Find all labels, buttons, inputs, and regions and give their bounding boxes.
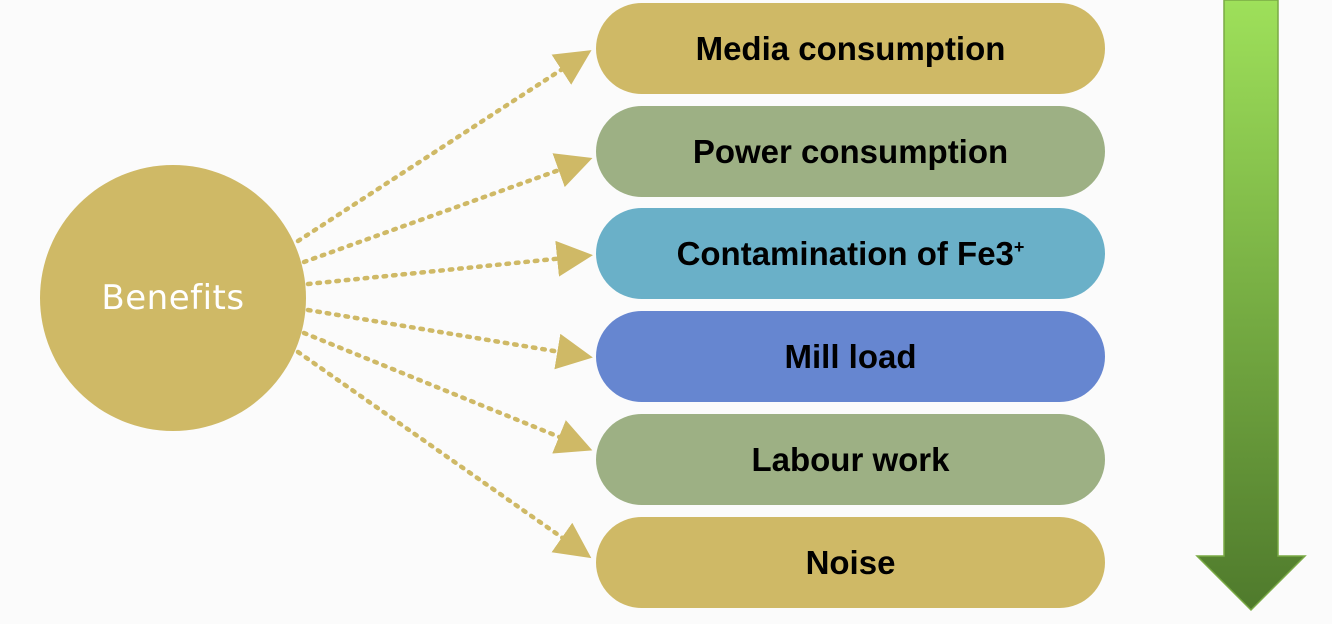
- connector-arrow-noise: [295, 349, 592, 559]
- contamination-label: Contamination of Fe3+: [676, 234, 1025, 272]
- connector-arrow-contamination: [305, 240, 593, 287]
- benefits-circle: Benefits: [40, 165, 306, 431]
- contamination-box: Contamination of Fe3+: [596, 208, 1105, 299]
- connector-arrow-mill-load: [305, 307, 593, 370]
- benefits-label: Benefits: [101, 278, 245, 318]
- connector-arrow-media-consumption: [295, 50, 592, 244]
- media-consumption-label: Media consumption: [695, 29, 1006, 67]
- labour-work-box: Labour work: [596, 414, 1105, 505]
- labour-work-label: Labour work: [751, 440, 950, 478]
- down-arrow-icon: [1195, 0, 1307, 612]
- power-consumption-box: Power consumption: [596, 106, 1105, 197]
- power-consumption-label: Power consumption: [692, 132, 1009, 170]
- mill-load-label: Mill load: [784, 337, 917, 375]
- media-consumption-box: Media consumption: [596, 3, 1105, 94]
- noise-box: Noise: [596, 517, 1105, 608]
- noise-label: Noise: [805, 543, 896, 581]
- connector-arrow-power-consumption: [301, 153, 593, 265]
- mill-load-box: Mill load: [596, 311, 1105, 402]
- superscript-plus: +: [1013, 236, 1025, 257]
- connector-arrow-labour-work: [301, 330, 593, 454]
